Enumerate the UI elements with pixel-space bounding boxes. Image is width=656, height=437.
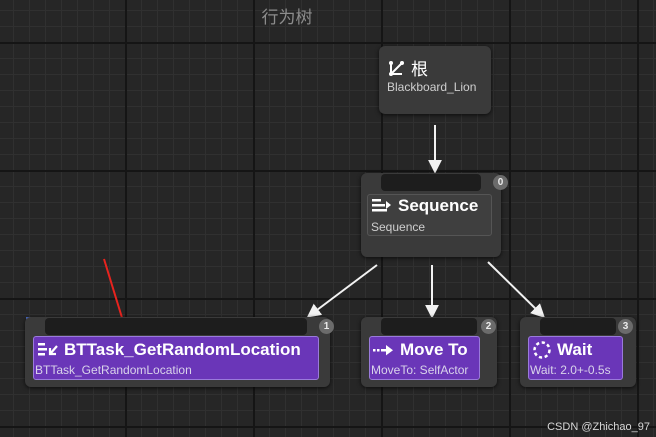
connector-sequence-wait [487,261,545,318]
root-node[interactable]: 根 Blackboard_Lion [379,46,491,114]
move-arrow-icon [373,343,395,357]
execution-order-badge: 0 [493,175,508,190]
task-list-icon [37,342,59,359]
root-branch-icon [388,59,406,77]
wait-node[interactable]: Wait Wait: 2.0+-0.5s 3 [520,317,636,387]
sequence-icon [371,198,393,214]
sequence-node[interactable]: Sequence Sequence 0 [361,173,508,257]
graph-title: 行为树 [261,8,313,28]
execution-order-badge: 2 [481,319,496,334]
move-to-subtitle: MoveTo: SelfActor [371,363,469,377]
sequence-node-subtitle: Sequence [371,220,426,234]
connector-sequence-task [306,264,378,318]
root-node-subtitle: Blackboard_Lion [387,80,477,94]
watermark: CSDN @Zhichao_97 [547,421,650,433]
execution-order-badge: 3 [618,319,633,334]
task-random-location-subtitle: BTTask_GetRandomLocation [35,363,192,377]
sequence-node-title: Sequence [398,196,479,215]
execution-order-badge: 1 [319,319,334,334]
wait-title: Wait [557,340,593,359]
root-node-title: 根 [411,60,428,80]
move-to-title: Move To [400,340,468,359]
wait-subtitle: Wait: 2.0+-0.5s [530,363,611,377]
task-random-location-node[interactable]: BTTask_GetRandomLocation BTTask_GetRando… [25,317,334,387]
move-to-node[interactable]: Move To MoveTo: SelfActor 2 [361,317,497,387]
task-random-location-title: BTTask_GetRandomLocation [64,340,301,359]
wait-circle-icon [532,340,552,360]
